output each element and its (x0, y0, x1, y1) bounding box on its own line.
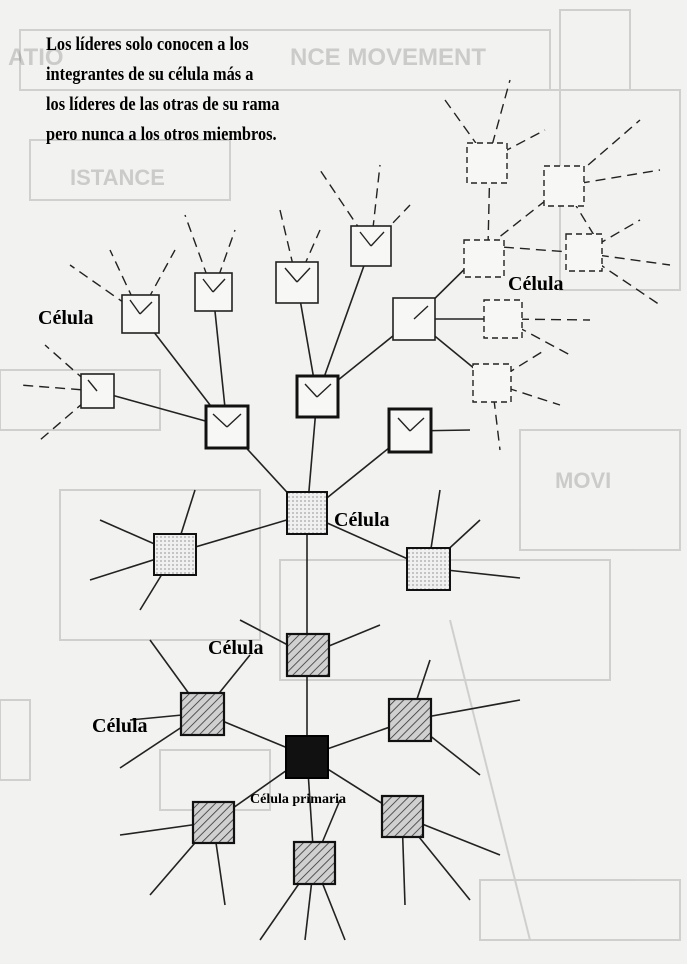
inner-rays (87, 231, 429, 432)
cell-label-top-right: Célula (508, 273, 564, 295)
cell-dashed-mid (463, 239, 505, 278)
cell-dashed-upper-right (543, 165, 585, 207)
cell-hatched-lower-left (191, 800, 236, 845)
cell-hatched-right (387, 697, 433, 743)
cell-label-left: Célula (38, 307, 94, 329)
cell-label-center: Célula (334, 509, 390, 531)
connector-lines (89, 245, 521, 941)
cell-dashed-bottom (472, 363, 512, 403)
cell-dashed-right (565, 233, 603, 272)
cell-label-middle: Célula (208, 637, 264, 659)
hatched-cells (179, 632, 433, 886)
cell-hatched-bottom (292, 840, 337, 886)
cell-dotted-right (406, 547, 451, 591)
bold-open-cells (204, 374, 433, 454)
cell-label-lower-left: Célula (92, 715, 148, 737)
cell-hatched-lower-right (380, 794, 425, 839)
faded-text-4: MOVI (555, 468, 611, 493)
cell-hatched-left (179, 691, 226, 737)
dotted-cells (153, 491, 451, 591)
cell-dashed-top (466, 142, 508, 184)
primary-cell (285, 735, 329, 779)
cell-dashed-lower (483, 299, 523, 339)
open-cells (80, 225, 436, 409)
dashed-cells (463, 142, 603, 403)
cell-bold-right (387, 407, 433, 454)
cell-dotted-center (286, 491, 328, 535)
cell-open-mid (275, 261, 319, 304)
cell-open-far-left (80, 373, 115, 409)
cell-hatched-trunk (285, 632, 331, 678)
diagram-caption: Los líderes solo conocen a los integrant… (46, 34, 280, 145)
faded-text-2: NCE MOVEMENT (290, 44, 486, 71)
faded-text-1: ATIO (8, 44, 64, 71)
cell-dotted-left (153, 533, 197, 576)
faded-text-3: ISTANCE (70, 165, 165, 190)
primary-cell-label: Célula primaria (250, 792, 346, 807)
